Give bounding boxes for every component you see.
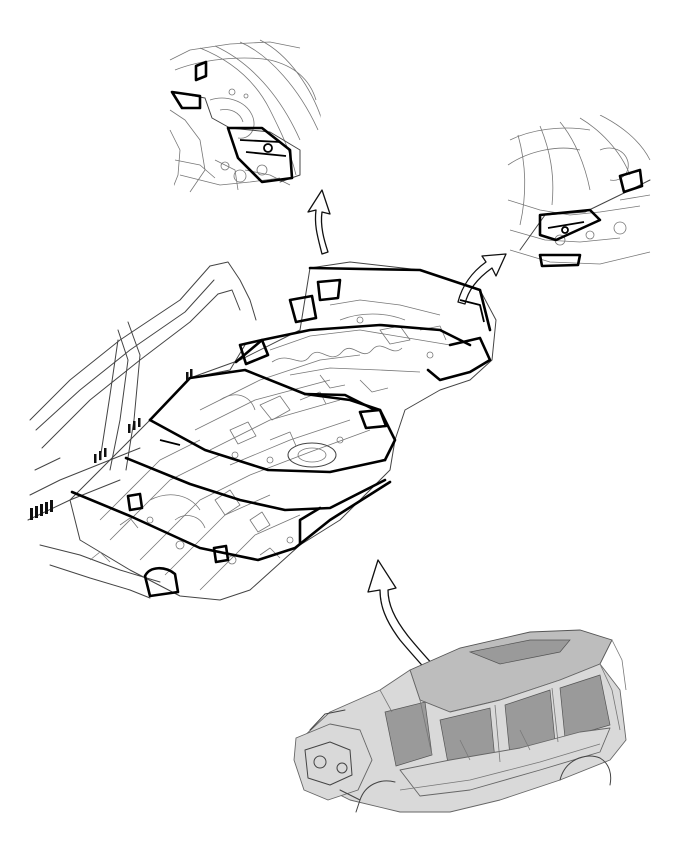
vehicle-body-overview (293, 629, 627, 813)
detail-view-left (169, 39, 322, 193)
arrow-to-left-detail (307, 189, 331, 255)
main-floor-view (27, 261, 497, 601)
weld-marks (30, 369, 193, 520)
detail-view-right (507, 114, 651, 268)
